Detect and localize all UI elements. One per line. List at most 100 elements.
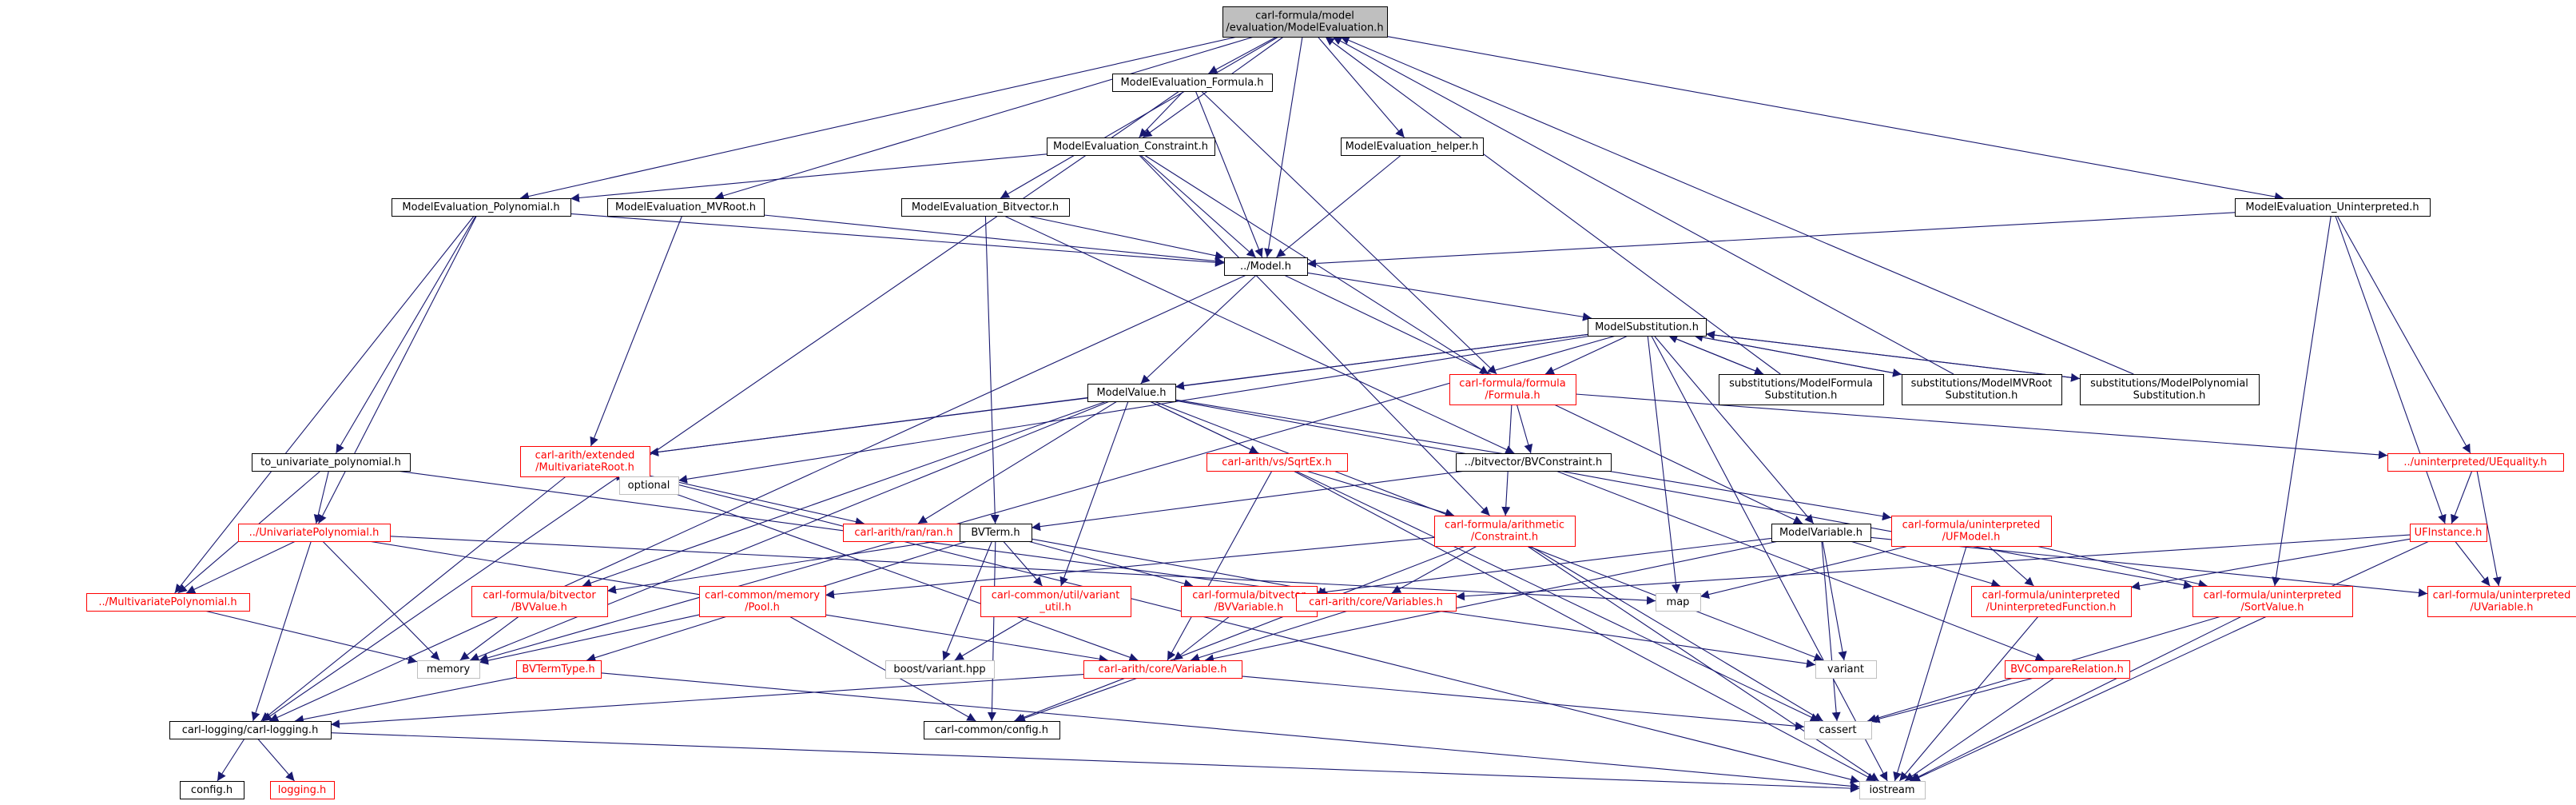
node-box-me_constraint <box>1047 137 1215 156</box>
edge-me_formula-to-model <box>1195 90 1263 258</box>
edge-sqrtex-to-iostream <box>1293 470 1876 782</box>
node-subst_poly[interactable]: substitutions/ModelPolynomialSubstitutio… <box>2080 374 2260 405</box>
node-label-subst_formula-line2: Substitution.h <box>1765 390 1838 402</box>
node-label-uvariable-line2: /UVariable.h <box>2471 602 2534 614</box>
node-model[interactable]: ../Model.h <box>1224 257 1308 276</box>
node-logging[interactable]: logging.h <box>270 781 335 799</box>
node-bvvalue[interactable]: carl-formula/bitvector/BVValue.h <box>471 586 608 617</box>
node-variant_util[interactable]: carl-common/util/variant_util.h <box>980 586 1131 617</box>
edge-bvvalue-to-memory <box>459 616 519 661</box>
node-label-variables: carl-arith/core/Variables.h <box>1309 596 1443 608</box>
node-bvcompare[interactable]: BVCompareRelation.h <box>2005 660 2130 679</box>
node-variable[interactable]: carl-arith/core/Variable.h <box>1083 660 1242 679</box>
node-arith_constraint[interactable]: carl-formula/arithmetic/Constraint.h <box>1434 516 1576 547</box>
node-box-iostream <box>1859 781 1926 799</box>
edge-uf_model-to-iostream <box>1893 545 1967 782</box>
node-bvtermtype[interactable]: BVTermType.h <box>516 660 602 679</box>
node-bvconstraint[interactable]: ../bitvector/BVConstraint.h <box>1456 453 1612 472</box>
node-me_formula[interactable]: ModelEvaluation_Formula.h <box>1112 74 1273 92</box>
edge-modelvariable-to-uvariable <box>1870 536 2428 597</box>
edge-variable-to-config_common <box>1016 677 1139 723</box>
node-ranran[interactable]: carl-arith/ran/ran.h <box>843 524 965 542</box>
node-box-map <box>1656 593 1701 612</box>
node-uvariable[interactable]: carl-formula/uninterpreted/UVariable.h <box>2427 586 2576 617</box>
edge-bvterm-to-variables <box>1031 538 1328 596</box>
node-me_helper[interactable]: ModelEvaluation_helper.h <box>1341 137 1484 156</box>
node-config[interactable]: config.h <box>180 781 244 799</box>
node-modelsubst[interactable]: ModelSubstitution.h <box>1588 318 1707 337</box>
node-label-bvconstraint: ../bitvector/BVConstraint.h <box>1465 456 1602 468</box>
edge-modelvariable-to-variant <box>1822 540 1847 661</box>
node-to_univ[interactable]: to_univariate_polynomial.h <box>252 453 411 472</box>
node-sqrtex[interactable]: carl-arith/vs/SqrtEx.h <box>1207 453 1348 472</box>
edge-bvterm-to-bvvalue <box>606 537 960 595</box>
node-bvterm[interactable]: BVTerm.h <box>960 524 1032 542</box>
node-root[interactable]: carl-formula/model/evaluation/ModelEvalu… <box>1222 6 1388 38</box>
edge-univpoly-to-map <box>389 536 1656 605</box>
node-label-formula-line2: /Formula.h <box>1485 390 1540 402</box>
edge-me_uninterp-to-uequality <box>2336 215 2471 454</box>
node-logging_main[interactable]: carl-logging/carl-logging.h <box>169 721 332 739</box>
node-box-bvvalue <box>471 586 608 617</box>
edge-subst_poly-to-root <box>1340 36 2134 375</box>
edge-bvterm-to-config_common <box>987 540 996 722</box>
node-modelvalue[interactable]: ModelValue.h <box>1087 384 1176 402</box>
edge-pool-to-config_common <box>789 616 976 722</box>
node-box-bvcompare <box>2005 660 2130 679</box>
edge-root-to-me_poly <box>519 36 1238 201</box>
node-me_uninterp[interactable]: ModelEvaluation_Uninterpreted.h <box>2235 198 2431 217</box>
edge-me_bv-to-model <box>1027 215 1225 261</box>
node-uf_model[interactable]: carl-formula/uninterpreted/UFModel.h <box>1891 516 2052 547</box>
node-sortvalue[interactable]: carl-formula/uninterpreted/SortValue.h <box>2192 586 2353 617</box>
edge-bvterm-to-boostvariant <box>942 540 993 661</box>
node-box-me_poly <box>392 198 571 217</box>
node-label-bvvariable-line1: carl-formula/bitvector <box>1192 590 1306 602</box>
node-box-me_mvroot <box>607 198 765 217</box>
node-label-pool-line1: carl-common/memory <box>705 590 820 602</box>
node-me_constraint[interactable]: ModelEvaluation_Constraint.h <box>1047 137 1215 156</box>
node-config_common[interactable]: carl-common/config.h <box>924 721 1060 739</box>
node-label-multivpoly: ../MultivariatePolynomial.h <box>98 596 237 608</box>
node-label-me_bv: ModelEvaluation_Bitvector.h <box>912 201 1059 213</box>
node-formula[interactable]: carl-formula/formula/Formula.h <box>1449 374 1576 405</box>
node-label-formula-line1: carl-formula/formula <box>1459 378 1565 390</box>
edge-modelsubst-to-map <box>1647 335 1681 594</box>
edge-variables-to-variant <box>1437 610 1816 668</box>
node-multivpoly[interactable]: ../MultivariatePolynomial.h <box>86 593 250 612</box>
edge-modelvariable-to-variable <box>1204 540 1779 664</box>
node-uf_function[interactable]: carl-formula/uninterpreted/Uninterpreted… <box>1971 586 2132 617</box>
node-modelvariable[interactable]: ModelVariable.h <box>1771 524 1871 542</box>
node-label-variant: variant <box>1827 664 1864 675</box>
node-pool[interactable]: carl-common/memory/Pool.h <box>699 586 826 617</box>
node-ufinstance[interactable]: UFInstance.h <box>2410 524 2487 542</box>
node-uequality[interactable]: ../uninterpreted/UEquality.h <box>2387 453 2564 472</box>
node-me_mvroot[interactable]: ModelEvaluation_MVRoot.h <box>607 198 765 217</box>
edge-uf_function-to-iostream <box>1898 616 2039 782</box>
node-label-pool-line2: /Pool.h <box>745 602 780 614</box>
node-label-model: ../Model.h <box>1240 261 1291 273</box>
node-box-modelvariable <box>1771 524 1871 542</box>
node-me_bv[interactable]: ModelEvaluation_Bitvector.h <box>901 198 1070 217</box>
node-label-subst_poly-line1: substitutions/ModelPolynomial <box>2090 378 2248 390</box>
edge-me_helper-to-model <box>1276 154 1401 258</box>
node-bvvariable[interactable]: carl-formula/bitvector/BVVariable.h <box>1181 586 1318 617</box>
node-label-uf_model-line2: /UFModel.h <box>1942 532 2001 544</box>
edge-ufinstance-to-uf_function <box>2130 538 2411 591</box>
node-label-modelvariable: ModelVariable.h <box>1779 527 1862 539</box>
node-label-boostvariant: boost/variant.hpp <box>893 664 985 675</box>
node-label-root-line1: carl-formula/model <box>1255 10 1354 22</box>
node-mvroot[interactable]: carl-arith/extended/MultivariateRoot.h <box>520 446 650 477</box>
node-box-formula <box>1449 374 1576 405</box>
node-box-modelvalue <box>1087 384 1176 402</box>
edge-modelvalue-to-ranran <box>917 401 1118 524</box>
node-univpoly[interactable]: ../UnivariatePolynomial.h <box>238 524 391 542</box>
edge-to_univ-to-univpoly <box>313 470 329 524</box>
node-box-me_uninterp <box>2235 198 2431 217</box>
node-me_poly[interactable]: ModelEvaluation_Polynomial.h <box>392 198 571 217</box>
edge-pool-to-memory <box>479 614 700 665</box>
edge-arith_constraint-to-pool <box>825 536 1435 599</box>
node-variables[interactable]: carl-arith/core/Variables.h <box>1296 593 1457 612</box>
node-label-uequality: ../uninterpreted/UEquality.h <box>2403 456 2546 468</box>
